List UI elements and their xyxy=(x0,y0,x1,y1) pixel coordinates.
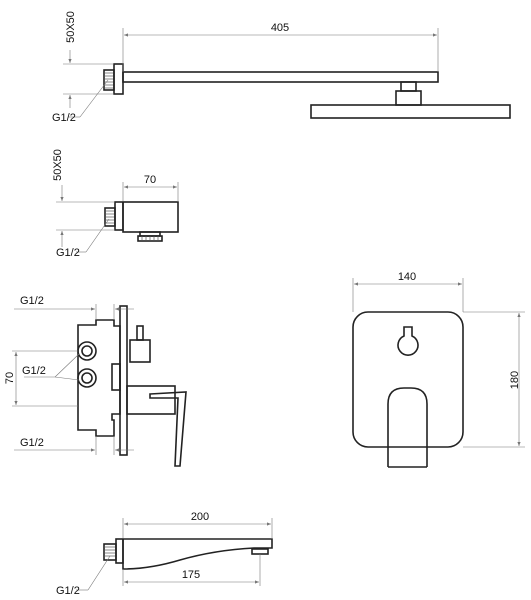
cover-diverter-knob xyxy=(397,326,419,356)
wall-outlet-flange-label: 50X50 xyxy=(52,149,64,181)
shower-arm-flange-label: 50X50 xyxy=(65,11,77,43)
shower-head-nut xyxy=(395,90,422,106)
shower-arm-flange xyxy=(103,63,124,95)
diverter-stem xyxy=(136,325,144,341)
shower-arm-length-label: 405 xyxy=(271,22,289,34)
wall-outlet-view: 70 50X50 G1/2 xyxy=(52,149,179,259)
cover-width-label: 140 xyxy=(398,271,416,283)
mixer-body-wall-plate xyxy=(119,305,128,456)
wall-outlet-thread-label: G1/2 xyxy=(56,247,80,259)
wall-outlet-width-label: 70 xyxy=(144,174,156,186)
spout-projection-label: 175 xyxy=(182,569,200,581)
wall-outlet-body xyxy=(122,201,179,233)
shower-head-plate xyxy=(310,104,511,119)
spout-thread-label: G1/2 xyxy=(56,585,80,597)
mixer-body-housing xyxy=(77,319,121,437)
mixer-inlet-bottom xyxy=(77,368,97,388)
diverter-knob xyxy=(129,339,151,363)
spout-aerator xyxy=(251,548,269,555)
shower-arm-tube xyxy=(122,71,439,83)
wall-outlet-flange xyxy=(114,201,124,231)
cover-height-label: 180 xyxy=(509,371,521,389)
shower-head-connector xyxy=(400,81,417,92)
wall-outlet-thread xyxy=(104,207,116,227)
mixer-lever xyxy=(149,391,187,467)
spout-body xyxy=(122,538,273,570)
mixer-bottom-thread-label: G1/2 xyxy=(20,437,44,449)
mixer-mid-thread-label: G1/2 xyxy=(22,365,46,377)
mixer-inlet-top xyxy=(77,341,97,361)
mixer-body-view: G1/2 70 G1/2 G1/2 xyxy=(4,295,187,467)
cover-plate-view: 140 180 xyxy=(352,271,525,468)
cover-handle xyxy=(387,387,428,467)
lever-housing xyxy=(126,385,176,415)
spout-thread xyxy=(103,543,117,561)
spout-view: 200 175 G1/2 xyxy=(56,511,273,597)
mixer-top-thread-label: G1/2 xyxy=(20,295,44,307)
spout-overall-label: 200 xyxy=(191,511,209,523)
cover-plate-outline xyxy=(352,311,464,448)
spout-flange xyxy=(115,538,124,564)
mixer-spacing-label: 70 xyxy=(4,372,16,384)
shower-arm-thread-label: G1/2 xyxy=(52,112,76,124)
shower-arm-view: 405 50X50 G1/2 xyxy=(52,11,511,124)
